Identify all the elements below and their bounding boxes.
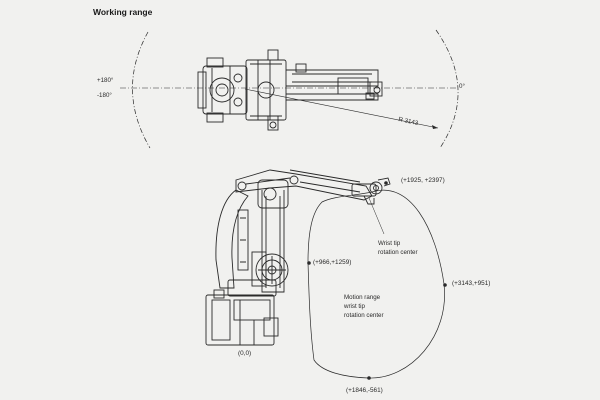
point-left-label: (+966,+1259) [313, 259, 352, 266]
top-view-robot-arm [286, 63, 383, 101]
motion-label-line-1: Motion range [344, 294, 381, 301]
top-view-robot-base [197, 49, 287, 131]
side-view-robot-arm [235, 169, 391, 205]
angle-negative-label: -180° [97, 92, 112, 99]
wrist-label-line-1: Wrist tip [378, 240, 401, 247]
motion-range-envelope [307, 189, 445, 379]
page-title: Working range [93, 7, 153, 17]
point-right [443, 283, 447, 287]
angle-positive-label: +180° [97, 77, 114, 84]
origin-label: (0,0) [238, 350, 252, 357]
top-view [120, 29, 459, 149]
point-right-label: (+3143,+951) [452, 280, 491, 287]
radius-line [244, 88, 439, 129]
motion-label-line-2: wrist tip [344, 303, 365, 310]
motion-label-line-3: rotation center [344, 312, 384, 319]
point-top [384, 181, 388, 185]
point-left [307, 261, 311, 265]
reach-arc-right [435, 29, 459, 149]
angle-zero-label: 0° [459, 83, 465, 90]
wrist-label-line-2: rotation center [378, 249, 418, 256]
side-view [205, 169, 447, 380]
point-top-label: (+1925, +2397) [401, 177, 445, 184]
point-bottom [367, 376, 371, 380]
side-view-robot-base [205, 251, 289, 346]
side-view-robot-body [215, 179, 289, 293]
reach-arc-left [132, 31, 151, 149]
point-bottom-label: (+1846,-561) [346, 387, 383, 394]
